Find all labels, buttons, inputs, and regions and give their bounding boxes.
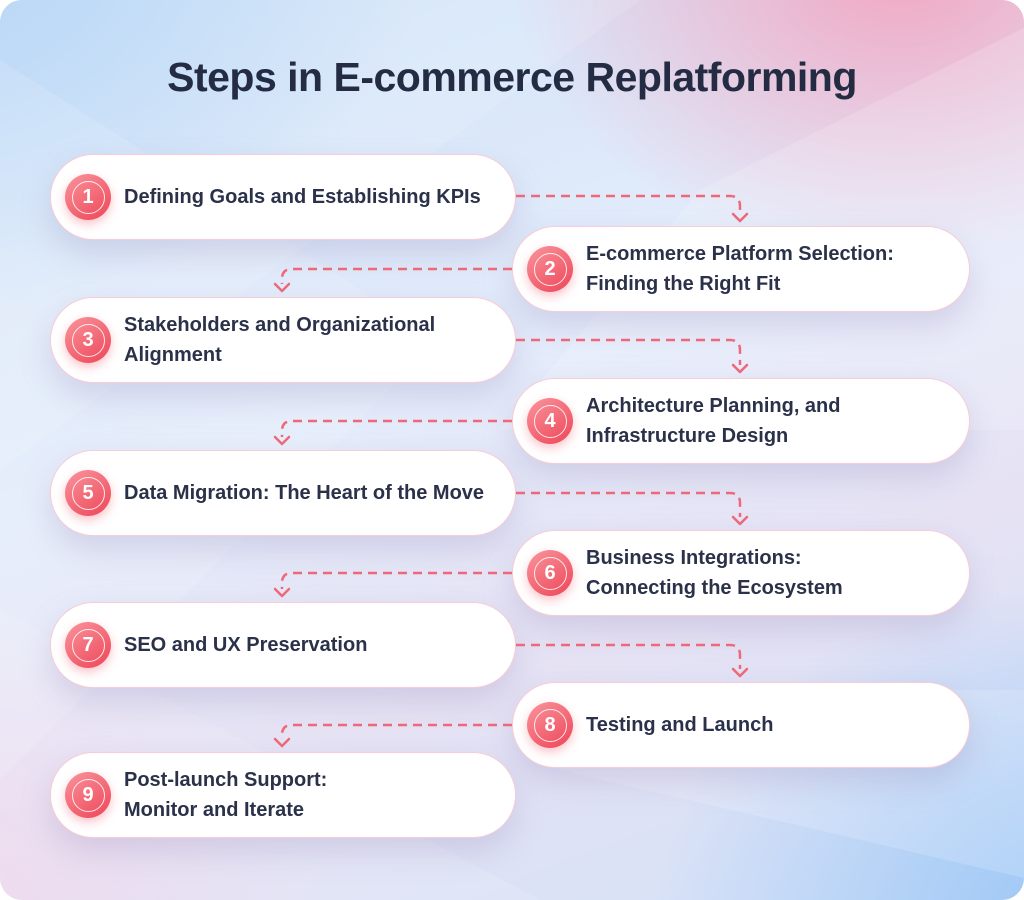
- step-number: 6: [544, 562, 556, 584]
- step-card-3: 3 Stakeholders and Organizational Alignm…: [50, 297, 516, 383]
- connector-line-3-4: [516, 338, 742, 365]
- step-label: Post-launch Support: Monitor and Iterate: [124, 769, 328, 821]
- step-number: 1: [82, 186, 94, 208]
- connector-line-8-9: [280, 723, 512, 739]
- step-label: Stakeholders and Organizational Alignmen…: [124, 314, 436, 366]
- page-title: Steps in E-commerce Replatforming: [167, 54, 857, 100]
- step-label: Business Integrations: Connecting the Ec…: [586, 547, 843, 599]
- connector-line-7-8: [516, 643, 742, 669]
- step-card-8: 8 Testing and Launch: [512, 682, 970, 768]
- step-label: SEO and UX Preservation: [124, 634, 368, 656]
- connector-line-5-6: [516, 491, 742, 517]
- step-number: 3: [82, 329, 94, 351]
- arrow-down-icon: [731, 515, 749, 526]
- arrow-down-icon: [273, 587, 291, 598]
- step-number: 5: [82, 482, 94, 504]
- step-label: E-commerce Platform Selection: Finding t…: [586, 243, 894, 295]
- arrow-down-icon: [273, 435, 291, 446]
- step-number: 4: [544, 410, 556, 432]
- badge-ring: 5: [71, 476, 105, 510]
- badge-ring: 8: [533, 708, 567, 742]
- step-number-badge: 7: [65, 622, 111, 668]
- step-number: 7: [82, 634, 94, 656]
- arrow-down-icon: [273, 737, 291, 748]
- connector-line-6-7: [280, 571, 512, 589]
- arrow-down-icon: [731, 667, 749, 678]
- step-number: 9: [82, 784, 94, 806]
- arrow-down-icon: [731, 212, 749, 223]
- badge-ring: 4: [533, 404, 567, 438]
- connector-line-1-2: [516, 194, 742, 214]
- step-card-9: 9 Post-launch Support: Monitor and Itera…: [50, 752, 516, 838]
- arrow-down-icon: [273, 282, 291, 293]
- step-card-6: 6 Business Integrations: Connecting the …: [512, 530, 970, 616]
- step-number-badge: 8: [527, 702, 573, 748]
- step-number-badge: 6: [527, 550, 573, 596]
- step-number-badge: 4: [527, 398, 573, 444]
- badge-ring: 2: [533, 252, 567, 286]
- step-card-7: 7 SEO and UX Preservation: [50, 602, 516, 688]
- badge-ring: 1: [71, 180, 105, 214]
- step-card-2: 2 E-commerce Platform Selection: Finding…: [512, 226, 970, 312]
- step-label: Defining Goals and Establishing KPIs: [124, 186, 481, 208]
- step-number-badge: 1: [65, 174, 111, 220]
- step-label: Architecture Planning, and Infrastructur…: [586, 395, 841, 447]
- step-label: Testing and Launch: [586, 714, 774, 736]
- step-number: 2: [544, 258, 556, 280]
- connector-line-2-3: [280, 267, 512, 284]
- step-number-badge: 2: [527, 246, 573, 292]
- step-number: 8: [544, 714, 556, 736]
- arrow-down-icon: [731, 363, 749, 374]
- step-card-4: 4 Architecture Planning, and Infrastruct…: [512, 378, 970, 464]
- step-number-badge: 3: [65, 317, 111, 363]
- badge-ring: 6: [533, 556, 567, 590]
- step-label: Data Migration: The Heart of the Move: [124, 482, 485, 504]
- step-card-1: 1 Defining Goals and Establishing KPIs: [50, 154, 516, 240]
- connector-line-4-5: [280, 419, 512, 437]
- badge-ring: 3: [71, 323, 105, 357]
- step-card-5: 5 Data Migration: The Heart of the Move: [50, 450, 516, 536]
- step-number-badge: 9: [65, 772, 111, 818]
- badge-ring: 7: [71, 628, 105, 662]
- badge-ring: 9: [71, 778, 105, 812]
- step-number-badge: 5: [65, 470, 111, 516]
